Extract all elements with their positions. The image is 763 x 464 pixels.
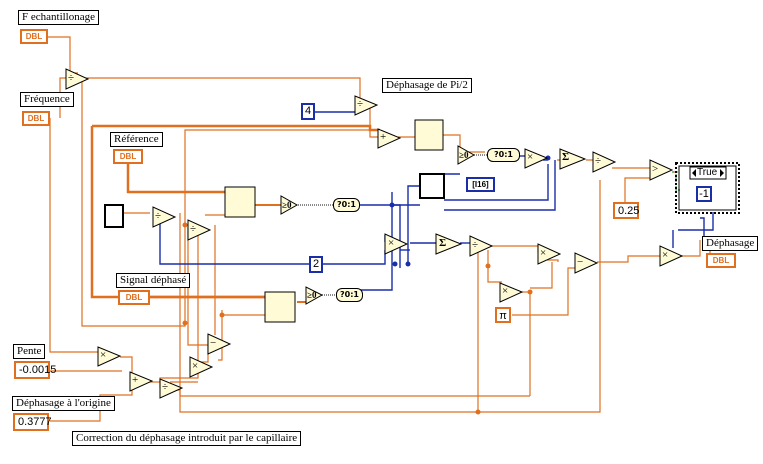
- sum-op-2: Σ: [562, 151, 570, 163]
- label-frequence: Fréquence: [20, 92, 74, 107]
- label-dephasage-origine: Déphasage à l'origine: [12, 396, 115, 411]
- label-signal-dephase: Signal déphasé: [116, 273, 191, 288]
- blue-junctions: [389, 155, 551, 267]
- divide-op-4: ÷: [190, 223, 197, 235]
- multiply-op-1: ×: [388, 237, 395, 249]
- case-selector-label[interactable]: True: [697, 167, 718, 178]
- orange-junctions: [182, 222, 533, 415]
- constant-2[interactable]: 2: [309, 256, 323, 273]
- label-dephasage-pi2: Déphasage de Pi/2: [382, 78, 472, 93]
- pente-control[interactable]: -0.0015: [14, 361, 56, 379]
- select-node-1: ?0:1: [333, 198, 360, 212]
- dephasage-output-terminal[interactable]: DBL: [706, 253, 736, 268]
- constant-pi[interactable]: π: [495, 307, 511, 323]
- orange-wires: [48, 36, 711, 422]
- case-structure: [675, 162, 740, 214]
- label-dephasage-output: Déphasage: [702, 236, 759, 251]
- i16-indicator[interactable]: [I16]: [466, 177, 495, 192]
- multiply-op-3: ×: [540, 247, 547, 259]
- minus-op-1: −: [577, 256, 584, 268]
- reference-terminal[interactable]: DBL: [113, 149, 143, 164]
- signal-dephase-terminal[interactable]: DBL: [118, 290, 150, 305]
- label-f-echantillonage: F echantillonage: [18, 10, 100, 25]
- multiply-op-6: ×: [100, 349, 107, 361]
- label-correction: Correction du déphasage introduit par le…: [72, 431, 302, 446]
- divide-op-3: ÷: [155, 210, 162, 222]
- blue-wires: [159, 111, 714, 291]
- subvi-icons: [104, 119, 445, 323]
- label-pente: Pente: [13, 344, 46, 359]
- divide-op-5: ÷: [472, 239, 479, 251]
- plus-op-2: +: [132, 374, 139, 386]
- f-echantillonage-terminal[interactable]: DBL: [20, 29, 48, 44]
- label-reference: Référence: [110, 132, 163, 147]
- frequence-terminal[interactable]: DBL: [22, 111, 50, 126]
- gt0-op-2: ≥0: [459, 150, 469, 160]
- multiply-op-7: ×: [192, 360, 199, 372]
- constant-4[interactable]: 4: [301, 103, 315, 120]
- function-nodes: [65, 68, 684, 399]
- multiply-op-4: ×: [502, 285, 509, 297]
- dephasage-origine-control[interactable]: 0.3777: [13, 413, 52, 431]
- select-node-2: ?0:1: [487, 148, 520, 162]
- divide-op-1: ÷: [68, 72, 75, 84]
- plus-op-1: +: [380, 131, 387, 143]
- constant-neg1[interactable]: -1: [696, 186, 712, 202]
- gt0-op-1: ≥0: [282, 200, 292, 210]
- greater-op: >: [652, 163, 659, 175]
- sum-op-1: Σ: [439, 237, 447, 249]
- gt0-op-3: ≥0: [307, 290, 317, 300]
- minus-op-2: −: [210, 337, 217, 349]
- select-node-3: ?0:1: [336, 288, 363, 302]
- multiply-op-5: ×: [662, 249, 669, 261]
- multiply-op-2: ×: [527, 151, 534, 163]
- constant-0-25[interactable]: 0.25: [613, 202, 639, 219]
- divide-op-2: ÷: [357, 98, 364, 110]
- divide-op-6: ÷: [595, 155, 602, 167]
- divide-op-7: ÷: [162, 381, 169, 393]
